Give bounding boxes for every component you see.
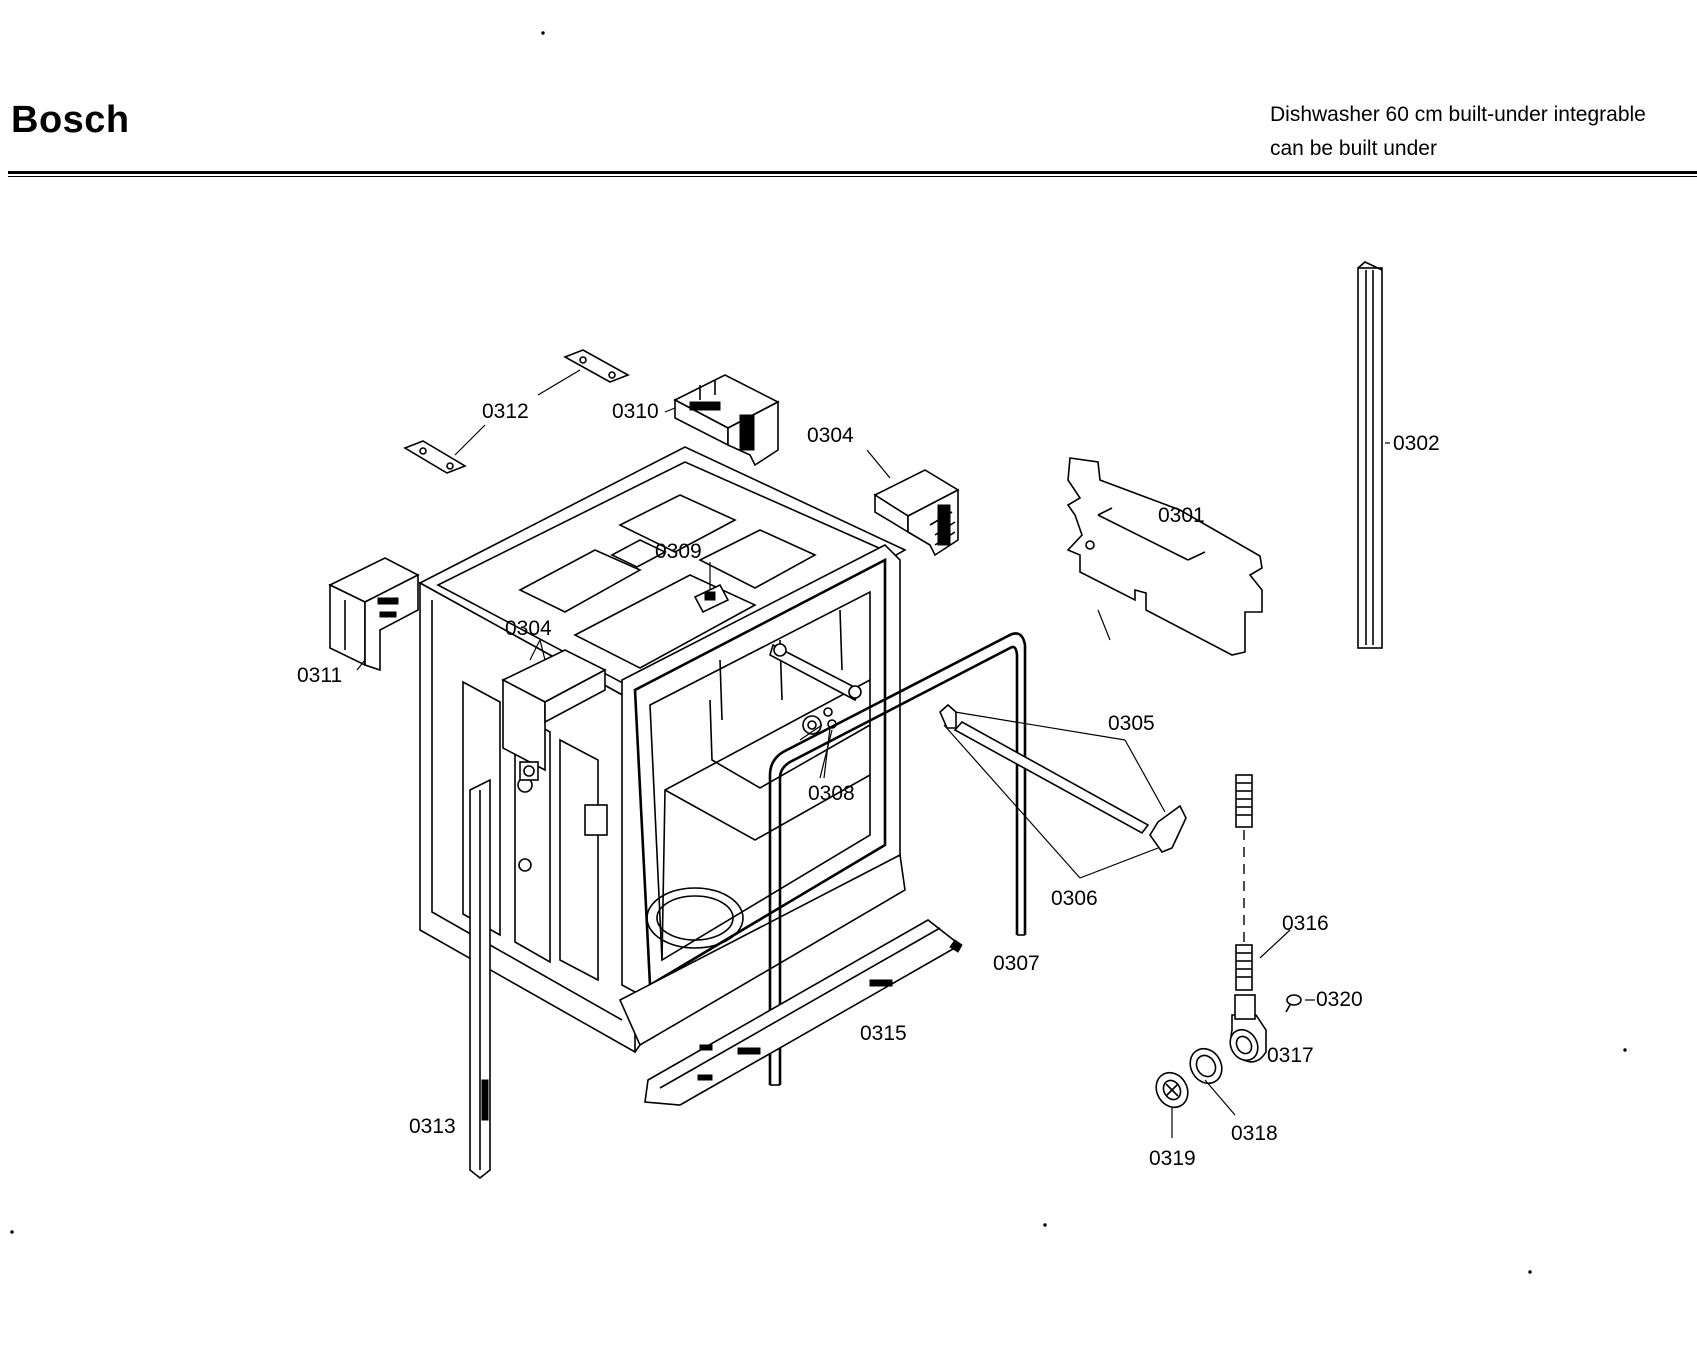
label-0313: 0313	[409, 1115, 456, 1138]
leader-lines	[356, 369, 1390, 1138]
part-0320-screw	[1285, 994, 1302, 1013]
part-0312-clips	[403, 349, 630, 474]
part-0319-cap	[1155, 1071, 1189, 1109]
label-0317: 0317	[1267, 1044, 1314, 1067]
part-0317-elbow	[1229, 994, 1267, 1063]
part-0311-clip	[328, 557, 420, 672]
model-description-line-1: Dishwasher 60 cm built-under integrable	[1270, 103, 1646, 126]
label-0304-lower: 0304	[505, 617, 552, 640]
part-0301-panel	[1066, 457, 1263, 656]
label-0304-upper: 0304	[807, 424, 854, 447]
label-0312: 0312	[482, 400, 529, 423]
part-0305-rail	[939, 703, 1187, 853]
part-0304-upper-bracket	[873, 469, 960, 557]
part-0313-strip	[469, 778, 491, 1180]
label-0320: 0320	[1316, 988, 1363, 1011]
part-0318-ring	[1189, 1047, 1223, 1085]
part-0302-strip	[1357, 261, 1383, 649]
header-divider-thin	[8, 176, 1697, 177]
label-0305: 0305	[1108, 712, 1155, 735]
label-0310: 0310	[612, 400, 659, 423]
model-description-line-2: can be built under	[1270, 137, 1437, 160]
model-description: Dishwasher 60 cm built-under integrable …	[1270, 98, 1646, 166]
label-0319: 0319	[1149, 1147, 1196, 1170]
scan-specks	[10, 31, 1627, 1274]
label-0318: 0318	[1231, 1122, 1278, 1145]
rail-hardware	[769, 643, 862, 735]
part-0304-lower-bracket	[501, 649, 607, 781]
label-0307: 0307	[993, 952, 1040, 975]
label-0311: 0311	[297, 664, 342, 687]
part-0309-bracket	[693, 583, 730, 614]
label-0315: 0315	[860, 1022, 907, 1045]
header-divider	[8, 171, 1697, 174]
dishwasher-tub	[418, 446, 907, 1054]
label-0301: 0301	[1158, 504, 1205, 527]
part-0310-clip	[673, 374, 780, 467]
part-labels: 0312 0310 0304 0309 0304 0311 0302 0301 …	[297, 400, 1440, 1170]
part-0315-toe-kick	[644, 919, 963, 1106]
brand-name: Bosch	[11, 99, 130, 141]
label-0306: 0306	[1051, 887, 1098, 910]
part-0316-hose	[1235, 774, 1253, 991]
label-0308: 0308	[808, 782, 855, 805]
label-0302: 0302	[1393, 432, 1440, 455]
label-0309: 0309	[655, 540, 702, 563]
part-0307-seal	[768, 632, 1027, 1086]
label-0316: 0316	[1282, 912, 1329, 935]
